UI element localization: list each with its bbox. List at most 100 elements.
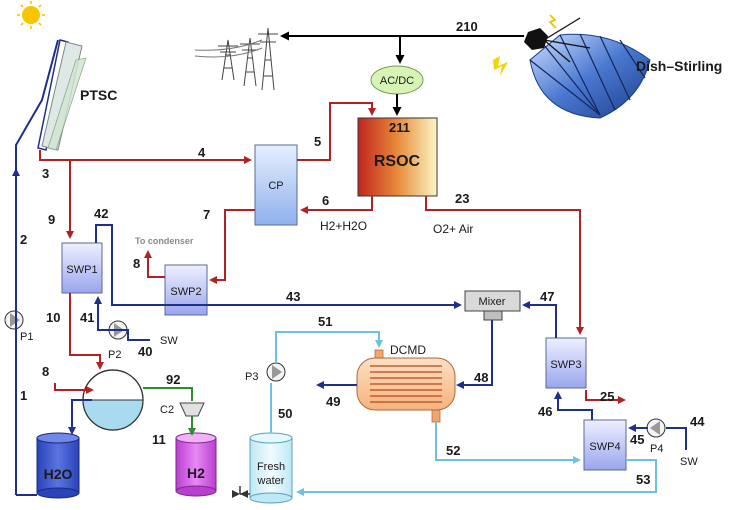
stream-label-51: 51 [318, 314, 332, 329]
stream-23 [425, 196, 584, 335]
stream-label-9: 9 [48, 212, 55, 227]
rsoc-label: RSOC [374, 153, 421, 170]
stream-label-47: 47 [540, 289, 554, 304]
stream-label-23: 23 [455, 191, 469, 206]
stream-label-10: 10 [46, 310, 60, 325]
stream-label-2: 2 [20, 232, 27, 247]
stream-48 [456, 320, 493, 389]
h2-label: H2 [187, 465, 205, 481]
p3-label: P3 [245, 371, 258, 383]
stream-label-6: 6 [322, 193, 329, 208]
stream-92 [143, 387, 193, 401]
stream-label-25: 25 [600, 389, 614, 404]
dcmd-module [356, 349, 456, 423]
stream-label-92: 92 [166, 372, 180, 387]
stream-label-50: 50 [278, 406, 292, 421]
stream-label-42: 42 [94, 206, 108, 221]
stream-label-5: 5 [314, 134, 321, 149]
swp2-box [164, 264, 208, 316]
stream-label-44: 44 [690, 414, 705, 429]
p4-label: P4 [650, 443, 663, 455]
pump-p4-icon [646, 418, 666, 438]
p2-label: P2 [108, 349, 121, 361]
stream-label-53: 53 [636, 472, 650, 487]
to-condenser-note: To condenser [135, 236, 194, 246]
stream-label-41: 41 [80, 310, 94, 325]
p1-label: P1 [20, 331, 33, 343]
stream-label-48: 48 [474, 370, 488, 385]
mixer-outlet [483, 310, 503, 321]
h2o-tank [36, 432, 80, 499]
acdc-label: AC/DC [380, 75, 414, 87]
h2-tank [175, 432, 217, 497]
stream-label-4: 4 [198, 145, 206, 160]
stream-7 [209, 209, 255, 284]
swp3-box [545, 337, 587, 389]
stream-label-43: 43 [286, 289, 300, 304]
swp1-label: SWP1 [66, 264, 97, 276]
stream-label-7: 7 [203, 207, 210, 222]
stream-4 [39, 150, 252, 164]
cp-label: CP [268, 180, 283, 192]
fresh-water-label-1: Fresh [257, 461, 285, 473]
c2-label: C2 [160, 404, 174, 416]
dish-stirling [493, 14, 651, 119]
stream-47 [522, 301, 557, 338]
stream-6 [300, 196, 373, 214]
stream-53 [296, 459, 657, 496]
stream-label-8-sep: 8 [42, 364, 49, 379]
stream-label-11: 11 [152, 432, 166, 447]
stream-8-condenser [144, 250, 165, 278]
stream-label-52: 52 [446, 443, 460, 458]
dcmd-label: DCMD [390, 343, 426, 357]
sw-label-1: SW [160, 335, 178, 347]
stream-52 [435, 422, 581, 464]
stream-41 [94, 296, 150, 341]
valve-icon [232, 486, 250, 498]
stream-1 [68, 399, 92, 435]
fresh-water-tank [249, 432, 293, 504]
ptsc-collector [37, 39, 87, 151]
h2o-label: H2O [44, 466, 73, 482]
dish-label: Dish–Stirling [636, 58, 722, 74]
pump-p1-icon [4, 310, 24, 330]
compressor-c2 [179, 402, 205, 417]
ptsc-label: PTSC [80, 87, 117, 103]
swp1-box [61, 242, 103, 294]
h2-h2o-note: H2+H2O [320, 219, 367, 233]
swp4-label: SWP4 [589, 441, 620, 453]
stream-5 [297, 102, 376, 161]
stream-label-3: 3 [42, 166, 49, 181]
sun-icon [17, 1, 45, 29]
stream-label-40: 40 [138, 344, 152, 359]
swp3-label: SWP3 [550, 359, 581, 371]
separator-vessel [82, 369, 144, 431]
stream-51 [275, 331, 383, 363]
o2-air-note: O2+ Air [433, 222, 473, 236]
stream-43 [95, 224, 462, 309]
stream-label-211: 211 [389, 120, 410, 135]
mixer-label: Mixer [479, 296, 506, 308]
stream-25 [585, 390, 626, 404]
stream-label-8-cond: 8 [133, 256, 140, 271]
stream-label-1: 1 [20, 388, 27, 403]
stream-label-210: 210 [456, 19, 478, 34]
stream-10 [69, 293, 104, 370]
stream-44 [666, 427, 687, 450]
sw-label-2: SW [680, 456, 698, 468]
rsoc-box [357, 117, 438, 197]
pump-p3-icon [266, 362, 286, 382]
stream-label-45: 45 [630, 432, 644, 447]
power-pylons-icon [194, 27, 278, 91]
swp4-box [583, 419, 627, 471]
stream-46 [554, 391, 593, 420]
stream-label-49: 49 [326, 394, 340, 409]
stream-8-separator [54, 383, 94, 394]
swp2-label: SWP2 [170, 286, 201, 298]
stream-2-1 [15, 39, 59, 495]
stream-label-46: 46 [538, 404, 552, 419]
cp-box [254, 144, 298, 226]
fresh-water-label-2: water [257, 475, 285, 487]
